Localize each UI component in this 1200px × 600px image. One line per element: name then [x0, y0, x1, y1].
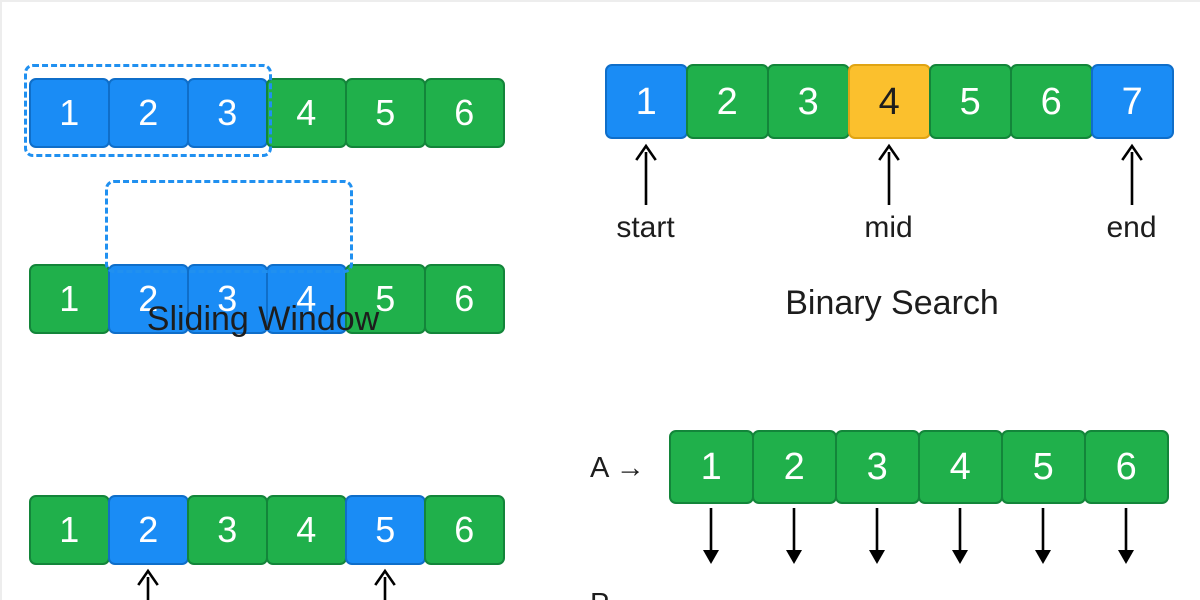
two-pointers-panel: 1 2 3 4 5 6	[2, 2, 505, 600]
binary-search-cell-value: 1	[635, 80, 658, 123]
sliding-window-r1-cell-0: 1	[29, 78, 110, 148]
pointer-arrow-start	[632, 143, 660, 205]
prefix-sum-a-cell-4: 5	[1001, 430, 1086, 504]
sliding-window-highlight-2	[105, 180, 353, 273]
prefix-sum-a-cell-2: 3	[835, 430, 920, 504]
two-pointers-cell-0: 1	[29, 495, 110, 565]
prefix-sum-arrow-3	[947, 508, 973, 564]
prefix-sum-label-p: P →	[590, 588, 646, 600]
sliding-window-r1-cell-value: 5	[375, 92, 396, 133]
prefix-sum-arrow-1	[781, 508, 807, 564]
sliding-window-r1-cell-value: 6	[454, 92, 475, 133]
sliding-window-r1-cell-4: 5	[345, 78, 426, 148]
pointer-label-mid: mid	[864, 211, 913, 244]
sliding-window-r1-cell-value: 1	[59, 92, 80, 133]
sliding-window-r2-cell-value: 4	[296, 278, 317, 319]
sliding-window-r2-cell-value: 3	[217, 278, 238, 319]
two-pointers-row: 1 2 3 4 5 6	[29, 495, 505, 565]
two-pointers-cell-3: 4	[266, 495, 347, 565]
prefix-sum-arrow-0	[698, 508, 724, 564]
two-pointers-cell-value: 6	[454, 509, 475, 550]
binary-search-cell-value: 3	[797, 80, 820, 123]
prefix-sum-a-cell-value: 5	[1032, 446, 1055, 488]
prefix-sum-a-cell-3: 4	[918, 430, 1003, 504]
binary-search-cell-6: 7	[1091, 64, 1174, 139]
prefix-sum-label-a: A →	[590, 452, 645, 484]
two-pointers-cell-value: 3	[217, 509, 238, 550]
pointer-label-start: start	[616, 211, 675, 244]
sliding-window-r1-cell-1: 2	[108, 78, 189, 148]
sliding-window-r2-cell-value: 1	[59, 278, 80, 319]
two-pointers-cell-value: 4	[296, 509, 317, 550]
two-pointers-cell-1: 2	[108, 495, 189, 565]
binary-search-cell-value: 7	[1121, 80, 1144, 123]
binary-search-row: 1 2 3 4 5 6 7	[605, 64, 1174, 139]
binary-search-caption: Binary Search	[785, 284, 999, 322]
two-pointers-cell-5: 6	[424, 495, 505, 565]
two-pointer-arrow-0	[134, 568, 162, 600]
prefix-sum-a-cell-value: 2	[783, 446, 806, 488]
sliding-window-r1-cell-2: 3	[187, 78, 268, 148]
sliding-window-r1-cell-value: 4	[296, 92, 317, 133]
sliding-window-r2-cell-5: 6	[424, 264, 505, 334]
binary-search-cell-value: 4	[878, 80, 901, 123]
two-pointers-cell-value: 5	[375, 509, 396, 550]
prefix-sum-a-cell-value: 6	[1115, 446, 1138, 488]
pointer-arrow-mid	[875, 143, 903, 205]
two-pointers-cell-value: 1	[59, 509, 80, 550]
sliding-window-r2-cell-value: 6	[454, 278, 475, 319]
pointer-arrow-end	[1118, 143, 1146, 205]
two-pointers-cell-4: 5	[345, 495, 426, 565]
binary-search-cell-5: 6	[1010, 64, 1093, 139]
sliding-window-r2-cell-value: 5	[375, 278, 396, 319]
sliding-window-caption: Sliding Window	[146, 300, 380, 338]
two-pointers-cell-2: 3	[187, 495, 268, 565]
binary-search-cell-value: 2	[716, 80, 739, 123]
sliding-window-r2-cell-value: 2	[138, 278, 159, 319]
binary-search-cell-1: 2	[686, 64, 769, 139]
binary-search-cell-0: 1	[605, 64, 688, 139]
binary-search-cell-value: 5	[959, 80, 982, 123]
two-pointer-arrow-1	[371, 568, 399, 600]
binary-search-panel: 1 2 3 4 5 6 7 start mid end Binary Search	[2, 2, 1174, 322]
prefix-sum-a-cell-value: 4	[949, 446, 972, 488]
binary-search-cell-3: 4	[848, 64, 931, 139]
prefix-sum-a-cell-value: 1	[700, 446, 723, 488]
binary-search-cell-value: 6	[1040, 80, 1063, 123]
sliding-window-row-2: 1 2 3 4 5 6	[29, 264, 505, 334]
prefix-sum-arrow-2	[864, 508, 890, 564]
prefix-sum-row-a: 1 2 3 4 5 6	[669, 430, 1169, 504]
sliding-window-r1-cell-value: 3	[217, 92, 238, 133]
prefix-sum-arrow-4	[1030, 508, 1056, 564]
sliding-window-r2-cell-3: 4	[266, 264, 347, 334]
sliding-window-row-1: 1 2 3 4 5 6	[29, 78, 505, 148]
prefix-sum-arrow-5	[1113, 508, 1139, 564]
prefix-sum-a-cell-value: 3	[866, 446, 889, 488]
binary-search-cell-4: 5	[929, 64, 1012, 139]
binary-search-cell-2: 3	[767, 64, 850, 139]
sliding-window-r1-cell-value: 2	[138, 92, 159, 133]
pointer-label-end: end	[1106, 211, 1157, 244]
prefix-sum-a-cell-1: 2	[752, 430, 837, 504]
prefix-sum-a-cell-5: 6	[1084, 430, 1169, 504]
sliding-window-r2-cell-2: 3	[187, 264, 268, 334]
prefix-sum-a-cell-0: 1	[669, 430, 754, 504]
two-pointers-cell-value: 2	[138, 509, 159, 550]
sliding-window-r1-cell-5: 6	[424, 78, 505, 148]
